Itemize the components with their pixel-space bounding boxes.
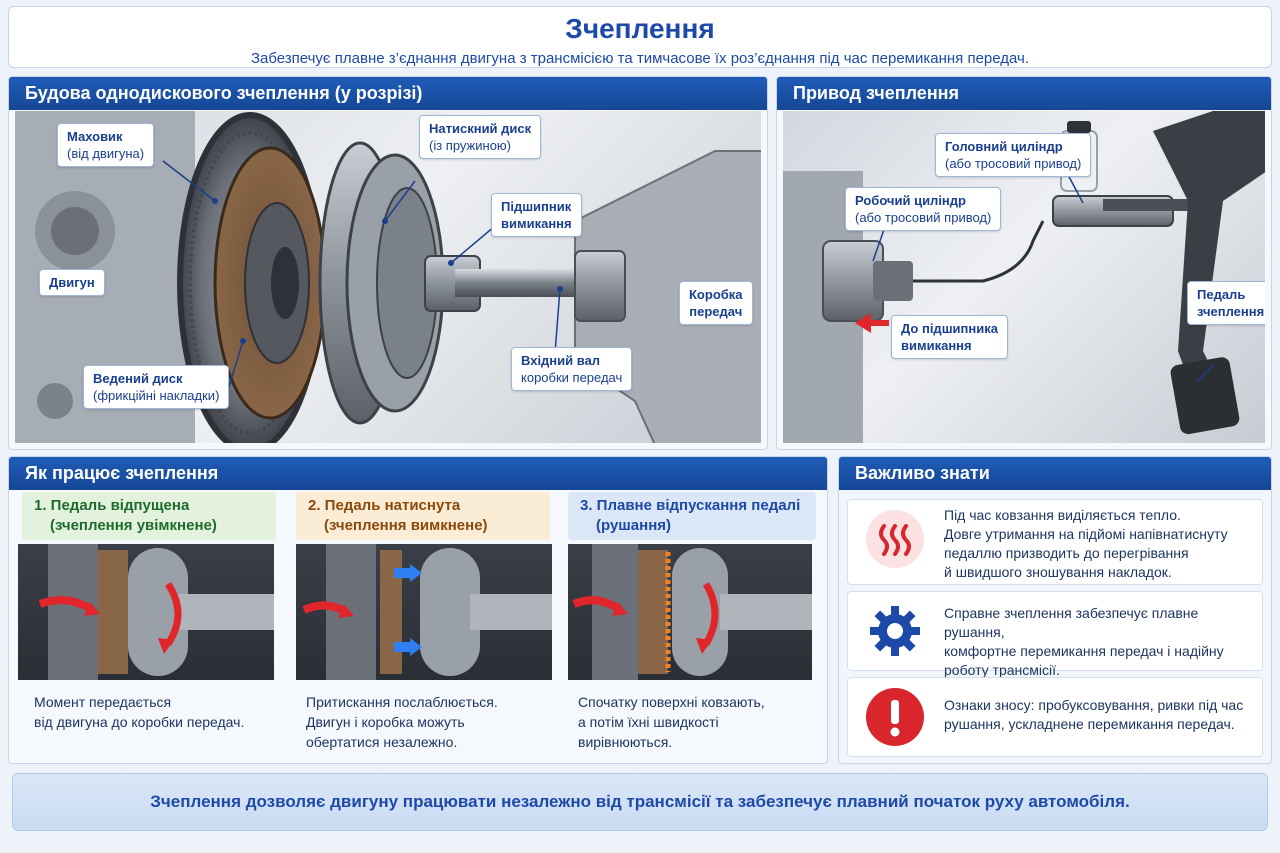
clutch-drive-illustration: Головний циліндр (або тросовий привод) Р… bbox=[783, 111, 1265, 443]
driven-disc-label-sub: (фрикційні накладки) bbox=[93, 388, 220, 403]
step-3: 3. Плавне відпускання педалі (рушання) С… bbox=[560, 488, 824, 760]
page-header: Зчеплення Забезпечує плавне з’єднання дв… bbox=[8, 6, 1272, 68]
master-cylinder-label-sub: (або тросовий привод) bbox=[945, 156, 1082, 171]
gearbox-label-sub: передач bbox=[689, 304, 743, 319]
to-bearing-label: До підшипника вимикання bbox=[891, 315, 1008, 359]
structure-panel: Будова однодискового зчеплення (у розріз… bbox=[8, 76, 768, 450]
step-3-illustration bbox=[568, 544, 812, 680]
pedal-label-sub: зчеплення bbox=[1197, 304, 1265, 319]
step-1-text: Момент передається від двигуна до коробк… bbox=[34, 692, 284, 732]
step-3-subtitle: (рушання) bbox=[596, 517, 672, 534]
input-shaft-label-sub: коробки передач bbox=[521, 370, 623, 385]
important-panel-title: Важливо знати bbox=[839, 457, 1271, 490]
flywheel-label-sub: (від двигуна) bbox=[67, 146, 145, 161]
page-title: Зчеплення bbox=[565, 13, 715, 44]
how-panel-title: Як працює зчеплення bbox=[9, 457, 827, 490]
step-2-illustration bbox=[296, 544, 552, 680]
step-3-line-3: вирівнюються. bbox=[578, 734, 673, 750]
important-item-warning: Ознаки зносу: пробуксовування, ривки під… bbox=[847, 677, 1263, 757]
master-cylinder-label: Головний циліндр (або тросовий привод) bbox=[935, 133, 1092, 177]
pedal-label: Педаль зчеплення bbox=[1187, 281, 1265, 325]
step-2-text: Притискання послаблюється. Двигун і коро… bbox=[306, 692, 556, 752]
step-1-head: 1. Педаль відпущена (зчеплення увімкнене… bbox=[22, 492, 276, 540]
step-1-svg bbox=[38, 544, 274, 680]
to-bearing-label-sub: вимикання bbox=[901, 338, 972, 353]
warning-line-1: Ознаки зносу: пробуксовування, ривки під… bbox=[944, 697, 1244, 713]
important-item-heat: Під час ковзання виділяється тепло. Довг… bbox=[847, 499, 1263, 585]
step-1-line-2: від двигуна до коробки передач. bbox=[34, 714, 245, 730]
release-bearing-label-sub: вимикання bbox=[501, 216, 572, 231]
drive-panel-title: Привод зчеплення bbox=[777, 77, 1271, 110]
input-shaft-label-title: Вхідний вал bbox=[521, 353, 601, 368]
step-2-head: 2. Педаль натиснута (зчеплення вимкнене) bbox=[296, 492, 550, 540]
driven-disc-label: Ведений диск (фрикційні накладки) bbox=[83, 365, 230, 409]
heat-icon bbox=[866, 510, 924, 568]
release-bearing-label-title: Підшипник bbox=[501, 199, 572, 214]
gear-line-2: комфортне перемикання передач і надійну bbox=[944, 643, 1224, 659]
engine-label: Двигун bbox=[39, 269, 105, 296]
slave-cylinder-label-sub: (або тросовий привод) bbox=[855, 210, 992, 225]
heat-line-3: педаллю призводить до перегрівання bbox=[944, 545, 1189, 561]
important-item-warning-text: Ознаки зносу: пробуксовування, ривки під… bbox=[944, 696, 1256, 734]
gearbox-label: Коробка передач bbox=[679, 281, 753, 325]
summary-footer: Зчеплення дозволяє двигуну працювати нез… bbox=[12, 773, 1268, 831]
flywheel-label: Маховик (від двигуна) bbox=[57, 123, 155, 167]
step-2-title: 2. Педаль натиснута bbox=[308, 497, 461, 514]
step-2-svg bbox=[302, 544, 552, 680]
step-1-line-1: Момент передається bbox=[34, 694, 172, 710]
clutch-cutaway-illustration: Маховик (від двигуна) Натискний диск (із… bbox=[15, 111, 761, 443]
flywheel-label-title: Маховик bbox=[67, 129, 123, 144]
step-3-head: 3. Плавне відпускання педалі (рушання) bbox=[568, 492, 816, 540]
heat-line-2: Довге утримання на підйомі напівнатиснут… bbox=[944, 526, 1228, 542]
gearbox-label-title: Коробка bbox=[689, 287, 743, 302]
warning-icon bbox=[866, 688, 924, 746]
drive-panel: Привод зчеплення bbox=[776, 76, 1272, 450]
driven-disc-label-title: Ведений диск bbox=[93, 371, 183, 386]
step-2-line-3: обертатися незалежно. bbox=[306, 734, 458, 750]
heat-line-1: Під час ковзання виділяється тепло. bbox=[944, 507, 1181, 523]
step-2: 2. Педаль натиснута (зчеплення вимкнене)… bbox=[288, 488, 558, 760]
step-3-line-2: а потім їхні швидкості bbox=[578, 714, 719, 730]
pressure-plate-label: Натискний диск (із пружиною) bbox=[419, 115, 542, 159]
master-cylinder-label-title: Головний циліндр bbox=[945, 139, 1063, 154]
step-3-text: Спочатку поверхні ковзають, а потім їхні… bbox=[578, 692, 824, 752]
step-3-svg bbox=[572, 544, 812, 680]
engine-label-title: Двигун bbox=[49, 275, 95, 290]
important-item-gear-text: Справне зчеплення забезпечує плавне руша… bbox=[944, 604, 1256, 680]
clutch-drive-svg bbox=[783, 111, 1265, 443]
release-bearing-label: Підшипник вимикання bbox=[491, 193, 582, 237]
structure-panel-title: Будова однодискового зчеплення (у розріз… bbox=[9, 77, 767, 110]
step-1-subtitle: (зчеплення увімкнене) bbox=[50, 517, 217, 534]
step-2-line-1: Притискання послаблюється. bbox=[306, 694, 498, 710]
slave-cylinder-label: Робочий циліндр (або тросовий привод) bbox=[845, 187, 1002, 231]
step-1-title: 1. Педаль відпущена bbox=[34, 497, 190, 514]
step-1-illustration bbox=[18, 544, 274, 680]
step-1: 1. Педаль відпущена (зчеплення увімкнене… bbox=[14, 488, 284, 760]
step-2-line-2: Двигун і коробка можуть bbox=[306, 714, 465, 730]
step-3-title: 3. Плавне відпускання педалі bbox=[580, 497, 801, 514]
step-2-subtitle: (зчеплення вимкнене) bbox=[324, 517, 488, 534]
slave-cylinder-label-title: Робочий циліндр bbox=[855, 193, 966, 208]
page-subtitle: Забезпечує плавне з’єднання двигуна з тр… bbox=[250, 50, 1030, 67]
warning-line-2: рушання, ускладнене перемикання передач. bbox=[944, 716, 1235, 732]
heat-line-4: й швидшого зношування накладок. bbox=[944, 564, 1172, 580]
gear-line-1: Справне зчеплення забезпечує плавне руша… bbox=[944, 605, 1199, 640]
gear-icon bbox=[866, 602, 924, 660]
to-bearing-label-title: До підшипника bbox=[901, 321, 998, 336]
important-panel: Важливо знати Під час ковзання виділяєть… bbox=[838, 456, 1272, 764]
input-shaft-label: Вхідний вал коробки передач bbox=[511, 347, 633, 391]
pressure-plate-label-sub: (із пружиною) bbox=[429, 138, 512, 153]
important-item-heat-text: Під час ковзання виділяється тепло. Довг… bbox=[944, 506, 1256, 582]
step-3-line-1: Спочатку поверхні ковзають, bbox=[578, 694, 765, 710]
important-item-gear: Справне зчеплення забезпечує плавне руша… bbox=[847, 591, 1263, 678]
gear-line-3: роботу трансмісії. bbox=[944, 662, 1060, 678]
pedal-label-title: Педаль bbox=[1197, 287, 1246, 302]
pressure-plate-label-title: Натискний диск bbox=[429, 121, 532, 136]
clutch-cutaway-svg bbox=[15, 111, 761, 443]
